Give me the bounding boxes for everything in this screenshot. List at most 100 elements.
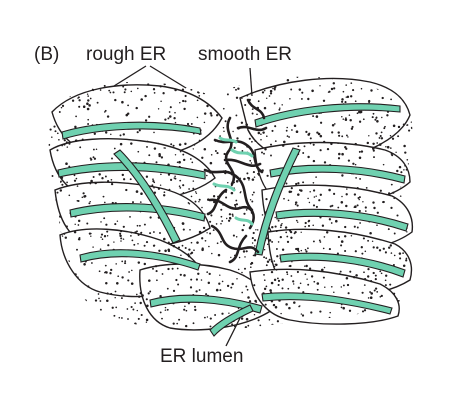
ribosome-dot bbox=[328, 188, 331, 192]
ribosome-dot bbox=[342, 284, 345, 287]
ribosome-dot bbox=[56, 87, 59, 90]
ribosome-dot bbox=[245, 209, 248, 211]
lumen-band bbox=[269, 164, 406, 184]
ribosome-dot bbox=[313, 196, 316, 198]
ribosome-dot bbox=[215, 86, 218, 89]
ribosome-dot bbox=[124, 76, 127, 78]
ribosome-dot bbox=[372, 112, 375, 115]
ribosome-dot bbox=[339, 272, 341, 275]
ribosome-dot bbox=[108, 89, 111, 92]
ribosome-dot bbox=[164, 309, 167, 311]
ribosome-dot bbox=[322, 247, 325, 250]
ribosome-dot bbox=[179, 150, 182, 153]
ribosome-dot bbox=[214, 314, 217, 316]
ribosome-dot bbox=[410, 126, 413, 130]
ribosome-dot bbox=[390, 252, 393, 254]
ribosome-dot bbox=[209, 232, 212, 235]
ribosome-dot bbox=[140, 231, 143, 234]
ribosome-dot bbox=[176, 322, 179, 325]
ribosome-dot bbox=[184, 100, 187, 103]
ribosome-dot bbox=[281, 144, 285, 147]
ribosome-dot bbox=[290, 236, 293, 239]
ribosome-dot bbox=[103, 84, 106, 87]
ribosome-dot bbox=[242, 274, 245, 277]
ribosome-dot bbox=[281, 248, 285, 251]
ribosome-dot bbox=[205, 229, 207, 231]
ribosome-dot bbox=[190, 241, 193, 244]
ribosome-dot bbox=[244, 326, 248, 329]
ribosome-dot bbox=[86, 107, 90, 111]
ribosome-dot bbox=[256, 113, 258, 116]
ribosome-dot bbox=[369, 296, 373, 300]
ribosome-dot bbox=[406, 231, 408, 233]
ribosome-dot bbox=[376, 224, 378, 226]
ribosome-dot bbox=[217, 253, 221, 257]
ribosome-dot bbox=[384, 125, 386, 128]
ribosome-dot bbox=[56, 149, 59, 152]
ribosome-dot bbox=[308, 132, 311, 135]
ribosome-dot bbox=[307, 247, 309, 250]
ribosome-dot bbox=[405, 259, 408, 262]
ribosome-dot bbox=[265, 285, 268, 288]
ribosome-dot bbox=[137, 233, 140, 236]
ribosome-dot bbox=[149, 216, 152, 219]
ribosome-dot bbox=[403, 169, 405, 171]
ribosome-dot bbox=[189, 286, 193, 289]
ribosome-dot bbox=[392, 292, 396, 296]
ribosome-dot bbox=[81, 138, 84, 141]
ribosome-dot bbox=[301, 91, 304, 94]
ribosome-dot bbox=[341, 135, 344, 138]
ribosome-dot bbox=[397, 135, 400, 138]
ribosome-dot bbox=[209, 161, 213, 165]
ribosome-dot bbox=[189, 228, 191, 231]
ribosome-dot bbox=[89, 157, 92, 160]
ribosome-dot bbox=[130, 231, 133, 234]
ribosome-dot bbox=[55, 99, 58, 102]
ribosome-dot bbox=[178, 318, 181, 321]
ribosome-dot bbox=[361, 291, 364, 294]
ribosome-dot bbox=[81, 331, 83, 333]
ribosome-dot bbox=[397, 125, 401, 129]
ribosome-dot bbox=[356, 226, 359, 229]
ribosome-dot bbox=[236, 277, 238, 280]
ribosome-dot bbox=[380, 131, 383, 134]
ribosome-dot bbox=[391, 137, 395, 140]
ribosome-dot bbox=[119, 142, 123, 146]
ribosome-dot bbox=[235, 88, 237, 91]
ribosome-dot bbox=[275, 269, 278, 271]
ribosome-dot bbox=[274, 305, 278, 309]
ribosome-dot bbox=[65, 306, 67, 308]
ribosome-dot bbox=[65, 297, 68, 299]
ribosome-dot bbox=[266, 243, 269, 246]
ribosome-dot bbox=[59, 231, 62, 233]
ribosome-dot bbox=[407, 283, 409, 286]
ribosome-dot bbox=[53, 104, 56, 107]
ribosome-dot bbox=[104, 109, 107, 112]
ribosome-dot bbox=[342, 90, 345, 93]
ribosome-dot bbox=[63, 288, 67, 291]
ribosome-dot bbox=[93, 79, 95, 82]
ribosome-dot bbox=[152, 244, 156, 247]
ribosome-dot bbox=[369, 291, 372, 293]
ribosome-dot bbox=[251, 237, 254, 240]
ribosome-dot bbox=[98, 173, 101, 176]
ribosome-dot bbox=[254, 72, 256, 74]
ribosome-dot bbox=[410, 90, 413, 93]
ribosome-dot bbox=[269, 92, 273, 95]
lumen-band bbox=[113, 149, 181, 244]
ribosome-dot bbox=[219, 274, 221, 276]
ribosome-dot bbox=[273, 88, 276, 91]
ribosome-dot bbox=[263, 274, 265, 276]
ribosome-dot bbox=[273, 260, 276, 262]
ribosome-dot bbox=[88, 202, 91, 205]
ribosome-dot bbox=[98, 270, 101, 273]
ribosome-dot bbox=[52, 270, 55, 273]
ribosome-dot bbox=[122, 178, 126, 181]
ribosome-dot bbox=[354, 250, 357, 253]
ribosome-dot bbox=[281, 323, 284, 326]
ribosome-dot bbox=[74, 314, 77, 317]
ribosome-dot bbox=[124, 260, 127, 263]
ribosome-dot bbox=[285, 182, 288, 185]
ribosome-dot bbox=[69, 305, 72, 309]
ribosome-dot bbox=[60, 180, 62, 183]
